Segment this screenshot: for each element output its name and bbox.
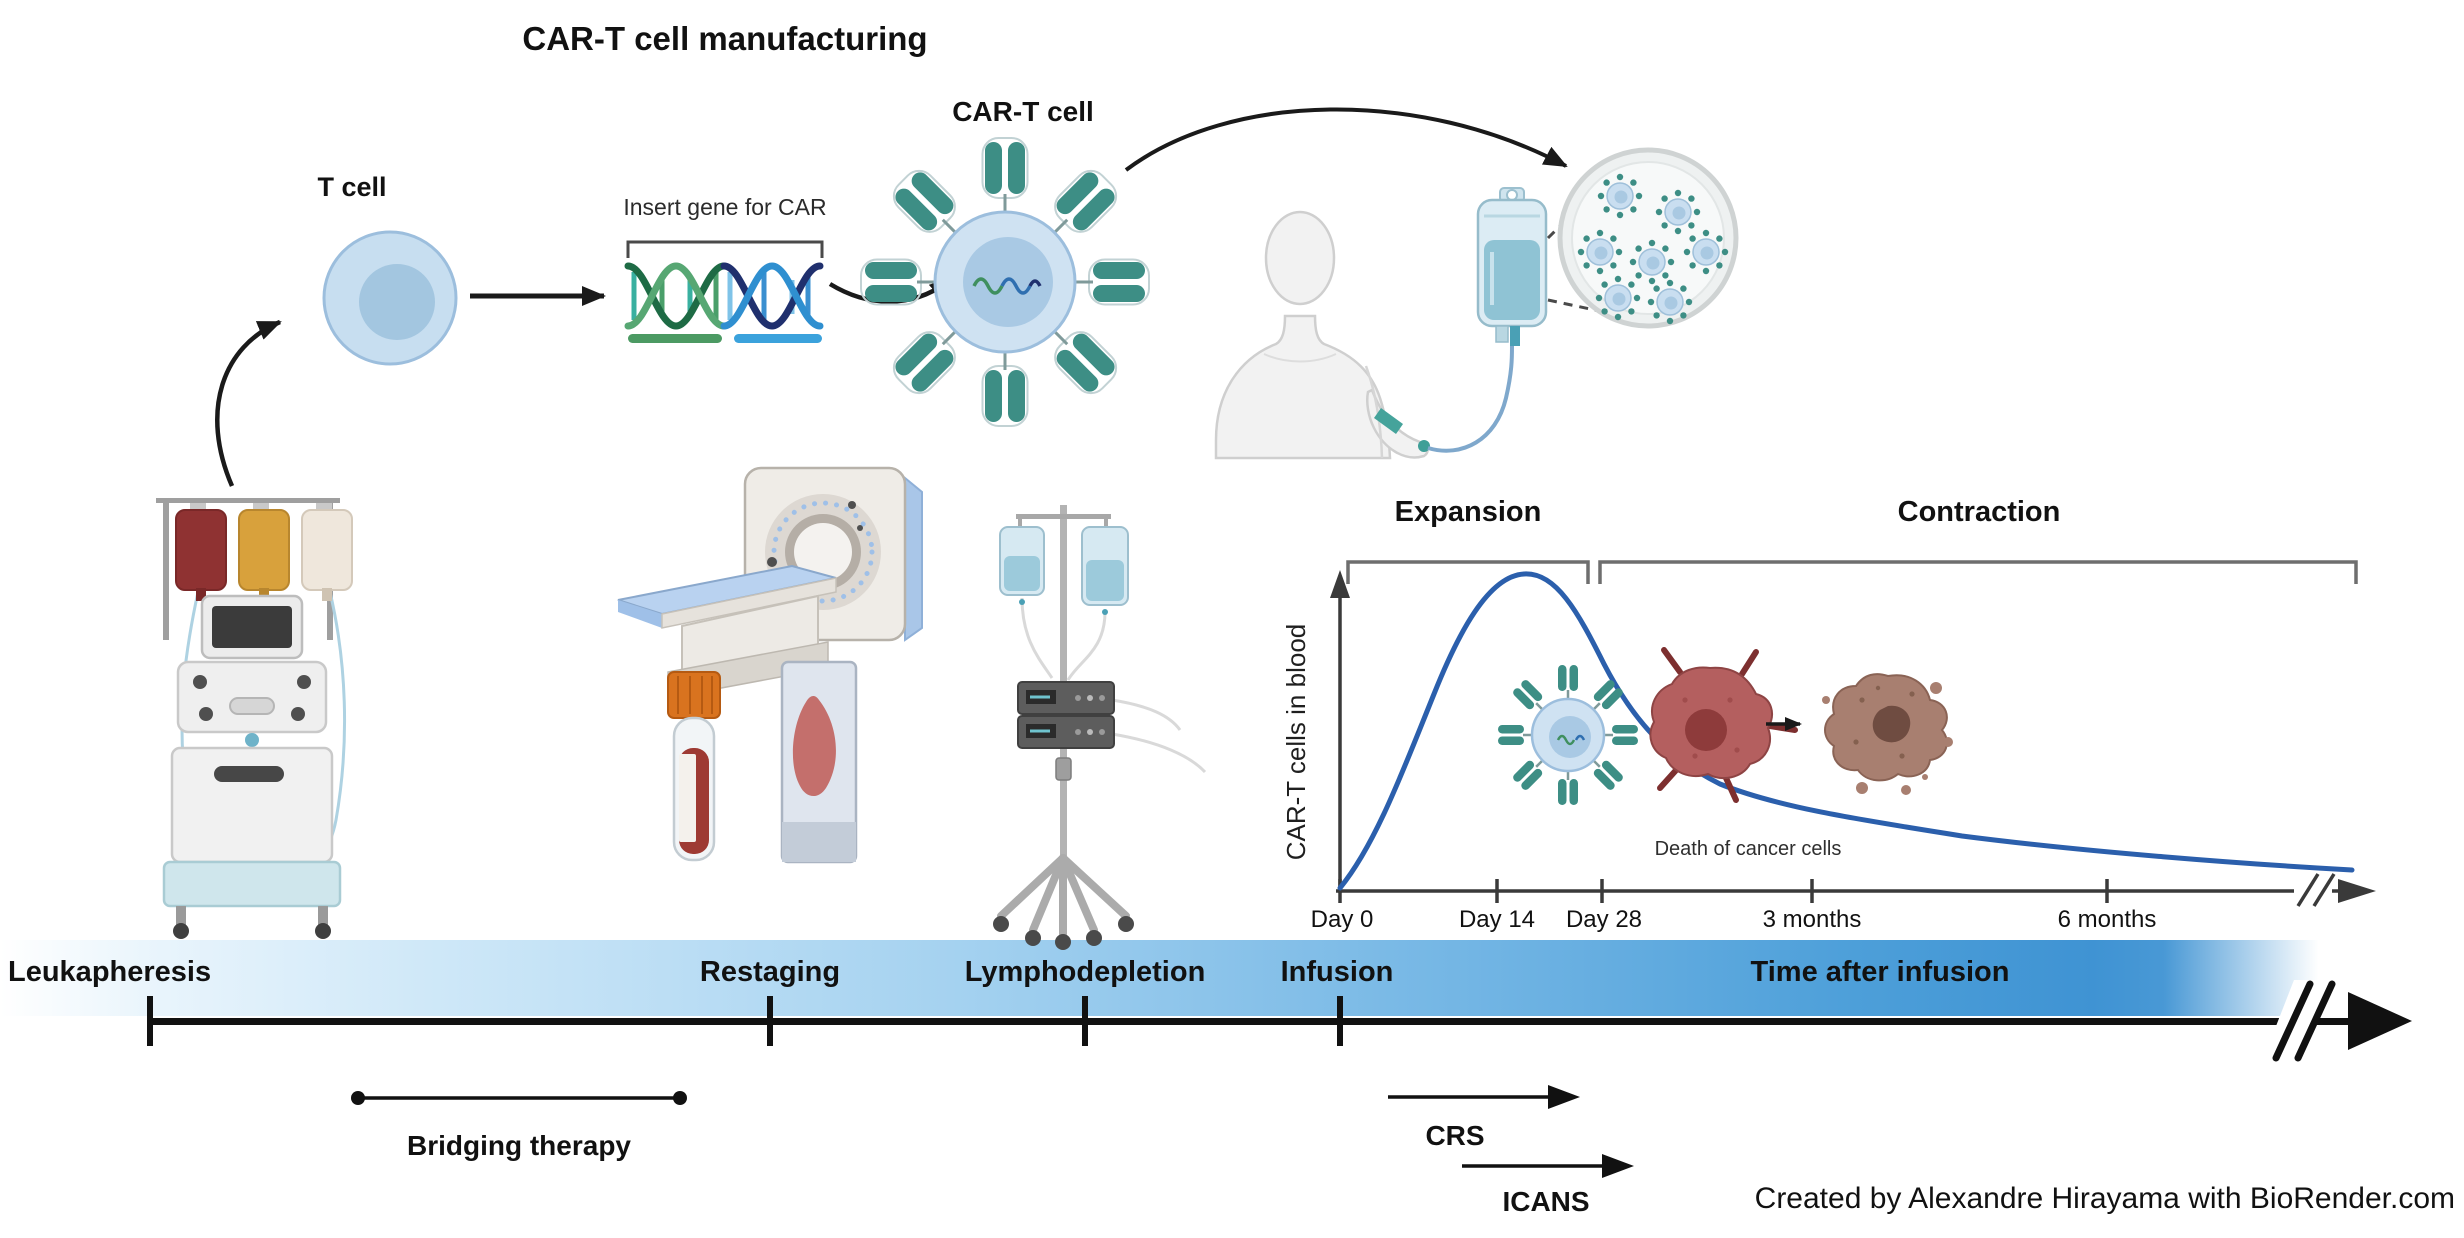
car-t-cell-icon [859,136,1151,428]
contraction-label: Contraction [1897,496,2061,528]
stage-infusion: Infusion [1280,956,1394,988]
patient-icon [1214,210,1430,460]
timeline-gradient-band [0,940,2378,1016]
t-cell-label: T cell [317,172,387,202]
x-tick-day0: Day 0 [1310,906,1374,933]
timeline-break-icon [2272,980,2336,1062]
page-title: CAR-T cell manufacturing [522,20,928,57]
expansion-bracket [1346,560,1590,584]
death-of-cancer-cells-caption: Death of cancer cells [1654,838,1842,860]
crs-arrow [1388,1085,1580,1109]
x-tick-3months: 3 months [1762,906,1862,933]
icans-label: ICANS [1502,1186,1590,1217]
car-t-kinetics-curve [1337,571,2355,891]
blood-smear-slide-icon [780,660,858,864]
crs-label: CRS [1425,1120,1485,1151]
t-cell-icon [322,230,458,366]
y-axis-label: CAR-T cells in blood [1281,623,1311,861]
expansion-label: Expansion [1394,496,1542,528]
x-tick-day14: Day 14 [1458,906,1536,933]
stage-leukapheresis: Leukapheresis [8,956,212,988]
cancer-cell-icon [1649,647,1798,803]
biorender-credit: Created by Alexandre Hirayama with BioRe… [1754,1182,2455,1215]
insert-gene-label: Insert gene for CAR [623,194,827,220]
x-axis-arrowhead [2338,879,2376,903]
y-axis-arrowhead [1330,570,1350,598]
stage-time-after-infusion: Time after infusion [1750,956,2010,988]
petri-dish-icon [1557,147,1739,329]
stage-lymphodepletion: Lymphodepletion [964,956,1206,988]
arm-band-icon [1374,408,1403,434]
iv-connector-icon [1418,440,1430,452]
blood-tube-icon [667,671,721,862]
timeline-line [150,1018,2350,1025]
car-gene-dna-icon [624,240,824,343]
bridging-therapy-segment [351,1091,687,1105]
stage-restaging: Restaging [699,956,841,988]
apheresis-machine-icon [156,498,353,939]
infusion-pump-icon [1017,681,1115,749]
dead-cancer-cell-icon [1822,673,1953,795]
timeline-ticks [147,996,1343,1046]
icans-arrow [1462,1154,1634,1178]
x-tick-day28: Day 28 [1565,906,1643,933]
mini-car-t-cell-icon [1496,663,1640,807]
main-timeline [147,980,2412,1062]
x-axis-break-icon [2296,873,2320,907]
ct-scanner-icon [617,466,923,699]
arrow-machine-to-tcell [215,319,282,487]
iv-pole-icon [993,505,1207,950]
bridging-therapy-label: Bridging therapy [406,1130,631,1161]
kinetics-chart [1330,560,2376,908]
infusion-bag-icon [1427,187,1548,453]
x-axis-ticks [1338,879,2109,903]
contraction-bracket [1598,560,2358,584]
timeline-arrowhead [2348,992,2412,1050]
arrow-cart-to-dish [1124,107,1568,172]
car-t-cell-label: CAR-T cell [952,96,1094,127]
x-tick-6months: 6 months [2057,906,2157,933]
